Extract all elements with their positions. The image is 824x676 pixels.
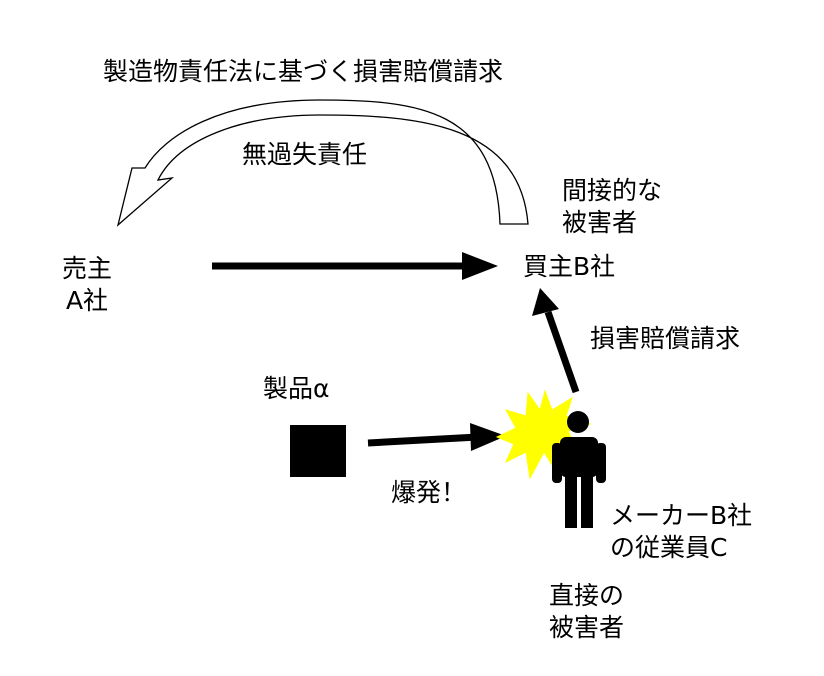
damages-claim-label: 損害賠償請求	[590, 324, 741, 353]
curved-liability-arrow	[116, 99, 529, 227]
person-icon	[552, 411, 606, 528]
seller-line-1: 売主	[61, 254, 112, 283]
product-square	[290, 425, 346, 477]
sale-arrow	[212, 252, 498, 280]
diagram-title: 製造物責任法に基づく損害賠償請求	[103, 57, 504, 86]
direct-victim-label: 直接の 被害者	[549, 580, 624, 644]
product-label: 製品α	[263, 374, 330, 403]
employee-label: メーカーB社 の従業員C	[610, 500, 752, 564]
buyer-label: 買主B社	[523, 252, 616, 281]
explosion-arrow	[367, 423, 506, 451]
direct-victim-line-1: 直接の	[549, 581, 625, 610]
indirect-victim-line-2: 被害者	[562, 208, 638, 237]
no-fault-liability-label: 無過失責任	[242, 140, 368, 169]
claim-arrow	[532, 288, 580, 394]
explosion-label: 爆発！	[391, 478, 467, 507]
employee-line-2: の従業員C	[610, 533, 728, 562]
indirect-victim-line-1: 間接的な	[562, 176, 663, 205]
seller-label: 売主 A社	[57, 253, 117, 317]
direct-victim-line-2: 被害者	[549, 613, 625, 642]
seller-line-2: A社	[65, 286, 109, 315]
employee-line-1: メーカーB社	[610, 501, 753, 530]
indirect-victim-label: 間接的な 被害者	[562, 175, 662, 239]
